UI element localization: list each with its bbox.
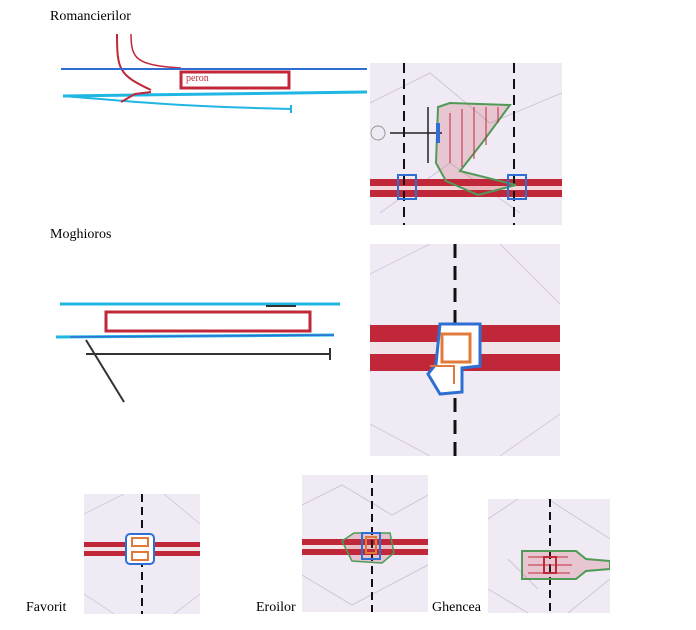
station-label-moghioros: Moghioros bbox=[50, 227, 112, 242]
favorit-map bbox=[84, 494, 200, 614]
platform-label: peron bbox=[186, 73, 209, 84]
station-label-romancierilor: Romancierilor bbox=[50, 9, 131, 24]
crossover-track bbox=[62, 95, 292, 110]
platform-box bbox=[104, 310, 312, 333]
station-label-favorit: Favorit bbox=[26, 600, 67, 615]
moghioros-map bbox=[370, 244, 560, 456]
cyan-track bbox=[62, 90, 368, 98]
romancierilor-map bbox=[370, 63, 562, 225]
ghencea-map bbox=[488, 499, 610, 613]
station-label-ghencea: Ghencea bbox=[432, 600, 481, 615]
hatched-area bbox=[434, 101, 517, 197]
eroilor-map bbox=[302, 475, 428, 612]
romancierilor-track-schematic bbox=[61, 33, 368, 113]
approach-curve-2 bbox=[130, 33, 182, 69]
moghioros-track-schematic bbox=[55, 302, 340, 403]
station-label-eroilor: Eroilor bbox=[256, 600, 296, 615]
branch-diagonal bbox=[85, 339, 125, 403]
switch-red bbox=[120, 91, 152, 103]
platform-box bbox=[179, 70, 291, 90]
